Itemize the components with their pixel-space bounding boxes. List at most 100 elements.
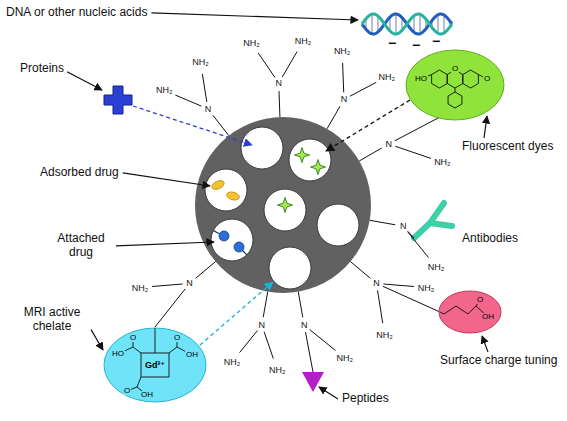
nitrogen-label: N (185, 279, 194, 288)
dye-loading-arrow (326, 100, 410, 151)
amine-label: NH₂ (223, 357, 242, 366)
dna-strand (362, 14, 452, 34)
atom-label: O (483, 75, 491, 83)
polymer-bond (258, 53, 275, 77)
atom-label: OH (185, 351, 199, 359)
atom-label: HO (414, 75, 428, 83)
attached-drug (219, 231, 229, 241)
surface-charge-ellipse: O OH (438, 290, 502, 334)
peptide-symbol (302, 372, 324, 392)
callout-label: Proteins (20, 62, 64, 76)
callout-label: Peptides (342, 392, 389, 406)
callout-label: Fluorescent dyes (462, 140, 553, 154)
chelate-loading-arrow (200, 282, 273, 345)
drug-linker (213, 231, 219, 234)
pore (317, 204, 359, 246)
mri-chelate-ellipse: Gd³⁺OHOOOHOOH (103, 327, 207, 403)
leader-arrow (67, 72, 102, 90)
leader-arrow (482, 336, 488, 352)
polymer-bond (240, 331, 258, 353)
dye-star (311, 160, 326, 175)
leader-arrow (319, 387, 338, 399)
ellipse-outline (438, 290, 502, 334)
polymer-bond (202, 74, 206, 102)
polymer-bond (395, 146, 431, 158)
atom-label: Gd³⁺ (144, 361, 166, 370)
pore (269, 247, 311, 289)
callout-label: Surface charge tuning (440, 354, 557, 368)
leader-arrow (123, 173, 210, 186)
atom-label: O (129, 334, 137, 342)
adsorbed-drug (226, 191, 241, 202)
chemical-bond (432, 70, 448, 88)
chemical-bond (440, 306, 476, 314)
chemical-bond (463, 70, 479, 88)
amine-label: NH₂ (333, 46, 352, 55)
amine-label: NH₂ (378, 72, 397, 81)
chemical-bond (169, 347, 177, 353)
atom-label: OH (481, 313, 495, 321)
charge-sign: − (388, 36, 396, 50)
amine-label: NH₂ (417, 283, 436, 292)
leader-arrow (116, 242, 214, 246)
atom-label: OH (140, 391, 154, 399)
dye-star (295, 148, 310, 163)
nitrogen-label: N (258, 321, 267, 330)
charge-sign: − (412, 38, 420, 52)
amine-label: NH₂ (294, 37, 313, 46)
nitrogen-label: N (204, 104, 213, 113)
protein-loading-arrow (133, 106, 252, 145)
attached-drug (234, 242, 244, 252)
nitrogen-label: N (300, 321, 309, 330)
polymer-bond (155, 289, 185, 327)
polymer-bond (282, 52, 297, 77)
ellipse-fill (104, 328, 206, 402)
chemical-bond (155, 328, 156, 353)
dye-star (278, 198, 293, 213)
polymer-bond (196, 262, 216, 279)
polymer-bond (298, 292, 303, 318)
amine-label: NH₂ (375, 331, 394, 340)
pore (241, 127, 283, 169)
protein-symbol (104, 86, 132, 114)
amine-label: NH₂ (131, 283, 150, 292)
antibody-symbol (414, 203, 452, 238)
polymer-bond (310, 330, 336, 351)
callout-label: DNA or other nucleic acids (6, 6, 147, 20)
polymer-bond (305, 332, 313, 372)
dna-base-pair (413, 16, 414, 33)
polymer-bond (408, 231, 414, 238)
dna-base-pair (437, 15, 438, 34)
polymer-bond (383, 284, 414, 287)
amine-label: NH₂ (268, 365, 287, 374)
nitrogen-label: N (384, 140, 393, 149)
ellipse-fill (406, 50, 504, 120)
atom-label: HO (111, 350, 125, 358)
charge-sign: − (432, 34, 440, 48)
atom-label: O (476, 296, 484, 304)
nitrogen-label: N (372, 279, 381, 288)
pore (205, 169, 247, 211)
amine-label: NH₂ (427, 262, 446, 271)
atom-label: O (123, 387, 131, 395)
silica-nanoparticle (195, 117, 371, 293)
polymer-bond (343, 63, 344, 92)
amine-label: NH₂ (155, 86, 174, 95)
adsorbed-drug (211, 179, 226, 191)
atom-label: O (173, 334, 181, 342)
polymer-bond (408, 232, 429, 258)
polymer-bond (264, 332, 273, 359)
nitrogen-label: N (274, 79, 283, 88)
chemical-bond (141, 353, 169, 377)
chemical-bond (448, 92, 462, 108)
polymer-bond (175, 95, 201, 106)
polymer-bond (263, 292, 268, 318)
dna-base-pair (371, 14, 372, 34)
fluorescent-dye-ellipse: HOOO (405, 49, 505, 121)
polymer-bond (279, 91, 281, 117)
callout-label: MRI active chelate (16, 306, 88, 334)
dna-base-pair (443, 15, 444, 33)
callout-label: Adsorbed drug (40, 166, 119, 180)
leader-arrow (484, 116, 487, 138)
